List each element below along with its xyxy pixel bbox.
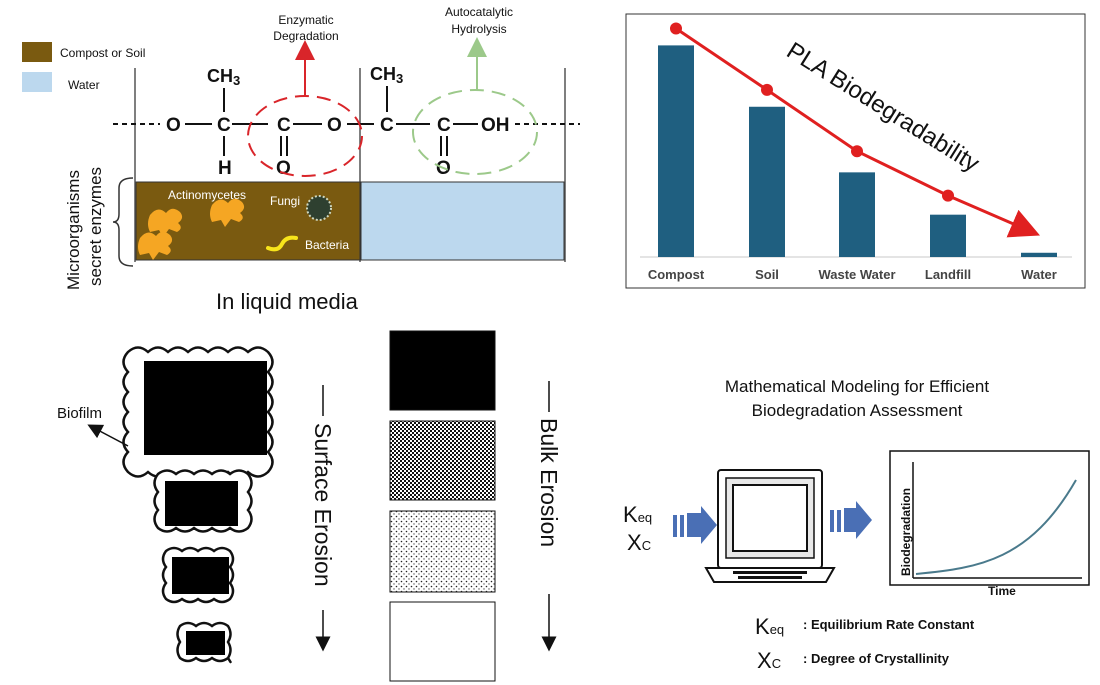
- tick-label-soil: Soil: [755, 267, 779, 282]
- enzymatic-label-line2: Degradation: [273, 29, 338, 43]
- bulk-sample-empty: [389, 601, 496, 682]
- output-arrow-icon: [830, 501, 872, 539]
- input-arrow-icon: [673, 506, 717, 544]
- atom-h: H: [218, 158, 232, 179]
- legend-swatch-soil: [22, 42, 52, 62]
- laptop-icon: [704, 469, 836, 583]
- environment: Actinomycetes Fungi Bacteria Microorgani…: [64, 167, 565, 290]
- surface-erosion-label-group: Surface Erosion: [310, 385, 336, 652]
- k-eq-definition: : Equilibrium Rate Constant: [803, 617, 975, 632]
- modeling-title-line2: Biodegradation Assessment: [752, 401, 963, 420]
- enzymatic-label-line1: Enzymatic: [278, 13, 333, 27]
- surface-erosion-stack: Biofilm: [57, 346, 274, 664]
- sample-large: [144, 361, 267, 455]
- atom-o-carbonyl-1: O: [276, 158, 291, 179]
- brace: [112, 177, 134, 267]
- bar-compost: [658, 45, 694, 258]
- fungi-label: Fungi: [270, 194, 300, 208]
- bulk-erosion-label: Bulk Erosion: [536, 418, 562, 547]
- sample-small: [172, 557, 229, 594]
- pla-structure: O C C O C C OH CH3 H O CH3 O Enzymatic D…: [113, 5, 580, 262]
- degradation-plot: Biodegradation Time: [889, 450, 1090, 598]
- bar-landfill: [930, 214, 966, 257]
- atom-c-1: C: [217, 115, 231, 136]
- group-ch3-1: CH3: [207, 66, 240, 88]
- water-region: [360, 181, 565, 261]
- fungi-icon: [306, 195, 332, 221]
- plot-x-axis-label: Time: [988, 584, 1016, 598]
- atom-o-2: O: [327, 115, 342, 136]
- sample-tiny: [186, 631, 225, 655]
- bacteria-icon: [266, 235, 298, 252]
- legend-swatch-water: [22, 72, 52, 92]
- microorganisms-label-line2: secret enzymes: [86, 167, 105, 286]
- bar-soil: [749, 106, 785, 257]
- actinomycetes-icon: [138, 198, 245, 260]
- atom-o-1: O: [166, 115, 181, 136]
- modeling-title-line1: Mathematical Modeling for Efficient: [725, 377, 990, 396]
- atom-c-4: C: [437, 115, 451, 136]
- tick-label-waste-water: Waste Water: [818, 267, 895, 282]
- bar-waste-water: [839, 172, 875, 257]
- microorganisms-label-line1: Microorganisms: [64, 170, 83, 290]
- tick-label-landfill: Landfill: [925, 267, 971, 282]
- tick-label-water: Water: [1021, 267, 1057, 282]
- k-eq-symbol: Keq: [623, 502, 652, 527]
- trend-point-waste-water: [851, 145, 863, 158]
- x-c-definition-symbol: XC: [757, 648, 781, 673]
- biofilm-arrow: [87, 424, 129, 447]
- sample-medium: [165, 481, 238, 526]
- bulk-sample-sparse: [389, 510, 496, 593]
- k-eq-definition-symbol: Keq: [755, 614, 784, 639]
- biofilm-label: Biofilm: [57, 405, 102, 422]
- degradation-curve: [915, 479, 1077, 575]
- atom-c-2: C: [277, 115, 291, 136]
- atom-c-3: C: [380, 115, 394, 136]
- x-c-definition: : Degree of Crystallinity: [803, 651, 950, 666]
- trend-point-compost: [670, 22, 682, 35]
- autocatalytic-label-line1: Autocatalytic: [445, 5, 513, 19]
- legend-label-soil: Compost or Soil: [60, 46, 145, 60]
- hydrolysis-ellipse: [412, 89, 538, 175]
- liquid-media-title: In liquid media: [216, 289, 359, 314]
- bulk-erosion-label-group: Bulk Erosion: [536, 381, 562, 652]
- autocatalytic-label-line2: Hydrolysis: [451, 22, 506, 36]
- bulk-sample-solid: [389, 330, 496, 411]
- bacteria-label: Bacteria: [305, 238, 349, 252]
- trend-point-landfill: [942, 189, 954, 202]
- bar-water: [1021, 252, 1057, 257]
- trend-point-soil: [761, 83, 773, 96]
- x-c-symbol: XC: [627, 530, 651, 555]
- plot-y-axis-label: Biodegradation: [899, 488, 913, 576]
- group-ch3-2: CH3: [370, 64, 403, 86]
- bulk-sample-dense: [389, 420, 496, 501]
- enzymatic-cleavage-ellipse: [247, 95, 363, 177]
- bulk-erosion-stack: [389, 330, 496, 682]
- surface-erosion-label: Surface Erosion: [310, 423, 336, 587]
- legend-label-water: Water: [68, 78, 100, 92]
- tick-label-compost: Compost: [648, 267, 705, 282]
- group-oh: OH: [481, 115, 510, 136]
- legend: Compost or Soil Water: [22, 42, 145, 92]
- actinomycetes-label: Actinomycetes: [168, 188, 246, 202]
- modeling-section: Mathematical Modeling for Efficient Biod…: [623, 377, 1090, 673]
